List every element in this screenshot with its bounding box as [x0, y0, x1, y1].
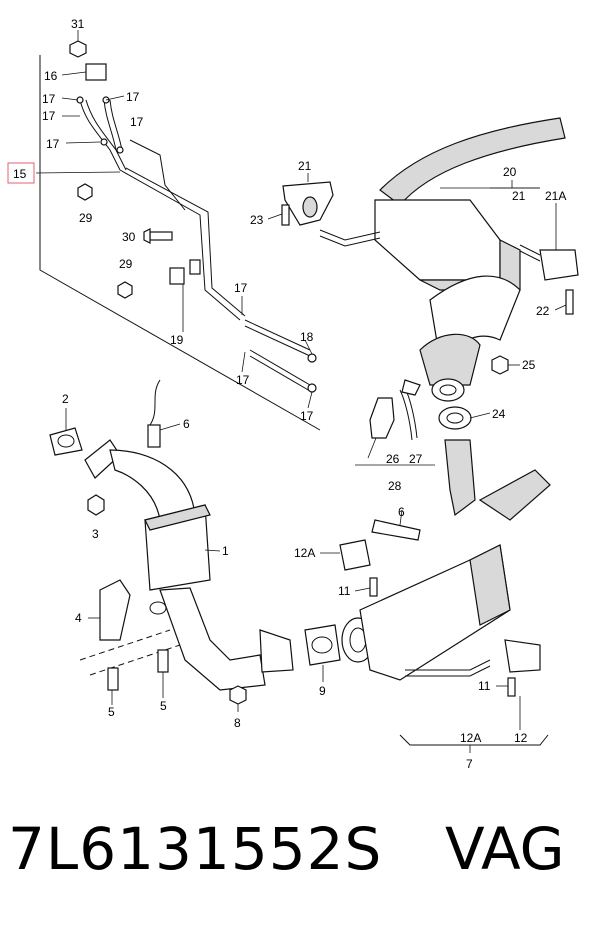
- bolt-22: [565, 289, 574, 315]
- gasket-24-b: [438, 406, 472, 430]
- callout-3: 3: [92, 527, 99, 541]
- callout-12: 12: [514, 731, 528, 745]
- callout-20: 20: [503, 165, 517, 179]
- callout-24: 24: [492, 407, 506, 421]
- callout-21: 21: [298, 159, 312, 173]
- callout-5b: 5: [160, 699, 167, 713]
- callout-18: 18: [300, 330, 314, 344]
- callout-22: 22: [536, 304, 550, 318]
- callout-5a: 5: [108, 705, 115, 719]
- footer: 7L6131552S VAG: [0, 815, 600, 895]
- pressure-pipe-group: [39, 40, 321, 431]
- bracket-4: [99, 579, 131, 641]
- pressure-sensor-16: [85, 63, 107, 81]
- hanger-21A: [539, 249, 579, 281]
- bracket-19: [169, 267, 185, 285]
- bolt-5b: [157, 649, 169, 673]
- callout-17g: 17: [300, 409, 314, 423]
- nut-8: [229, 685, 247, 705]
- gasket-24-a: [431, 378, 465, 402]
- particulate-filter-7: [339, 519, 549, 746]
- sensor-6b: [371, 519, 421, 541]
- callout-16: 16: [44, 69, 58, 83]
- oxygen-sensor-6a: [147, 424, 161, 448]
- callout-21b: 21: [512, 189, 526, 203]
- callout-30: 30: [122, 230, 136, 244]
- callout-17c: 17: [42, 109, 56, 123]
- callout-21A: 21A: [545, 189, 566, 203]
- callout-17b: 17: [126, 90, 140, 104]
- sensor-26: [369, 397, 395, 439]
- callout-4: 4: [75, 611, 82, 625]
- callout-26: 26: [386, 452, 400, 466]
- callout-6b: 6: [398, 505, 405, 519]
- callout-17a: 17: [42, 92, 56, 106]
- callout-8: 8: [234, 716, 241, 730]
- callout-25: 25: [522, 358, 536, 372]
- bolt-30: [149, 231, 173, 241]
- bolt-11b: [507, 677, 516, 697]
- callout-labels: 31 16 17 17 17 17 17 15 29 30 29 19 17 1…: [13, 17, 566, 771]
- callout-27: 27: [409, 452, 423, 466]
- callout-29b: 29: [119, 257, 133, 271]
- callout-17f: 17: [236, 373, 250, 387]
- brand-label: VAG: [445, 815, 565, 883]
- callout-31: 31: [71, 17, 85, 31]
- nut-25: [491, 355, 509, 375]
- callout-11a: 11: [338, 584, 351, 598]
- hanger-12: [504, 639, 541, 673]
- callout-9: 9: [319, 684, 326, 698]
- rear-silencer-20: [281, 117, 579, 386]
- front-pipe-group: [49, 379, 341, 705]
- part-number: 7L6131552S: [8, 815, 383, 883]
- bolt-23: [281, 204, 290, 226]
- callout-23: 23: [250, 213, 264, 227]
- hanger-12A: [339, 539, 371, 571]
- callout-19: 19: [170, 333, 184, 347]
- callout-7: 7: [466, 757, 473, 771]
- exhaust-system-diagram: 31 16 17 17 17 17 17 15 29 30 29 19 17 1…: [7, 17, 579, 771]
- gasket-9: [304, 624, 341, 666]
- callout-12A-b: 12A: [460, 731, 481, 745]
- nut-3: [87, 494, 105, 516]
- callout-29a: 29: [79, 211, 93, 225]
- bolt-5a: [107, 667, 119, 691]
- nut-31: [69, 40, 87, 58]
- nut-29: [77, 183, 93, 201]
- gasket-2: [49, 427, 83, 456]
- bracket-4-group: [79, 579, 181, 691]
- callout-17d: 17: [130, 115, 144, 129]
- callout-15: 15: [13, 167, 27, 181]
- callout-17-side: 17: [46, 137, 60, 151]
- callout-17e: 17: [234, 281, 248, 295]
- bolt-11a: [369, 577, 378, 597]
- callout-15-box: [7, 162, 35, 184]
- callout-12A: 12A: [294, 546, 315, 560]
- callout-1: 1: [222, 544, 229, 558]
- callout-11b: 11: [478, 679, 491, 693]
- callout-28: 28: [388, 479, 402, 493]
- callout-6a: 6: [183, 417, 190, 431]
- gasket-group: [369, 378, 551, 521]
- leader-lines: [35, 30, 567, 753]
- callout-2: 2: [62, 392, 69, 406]
